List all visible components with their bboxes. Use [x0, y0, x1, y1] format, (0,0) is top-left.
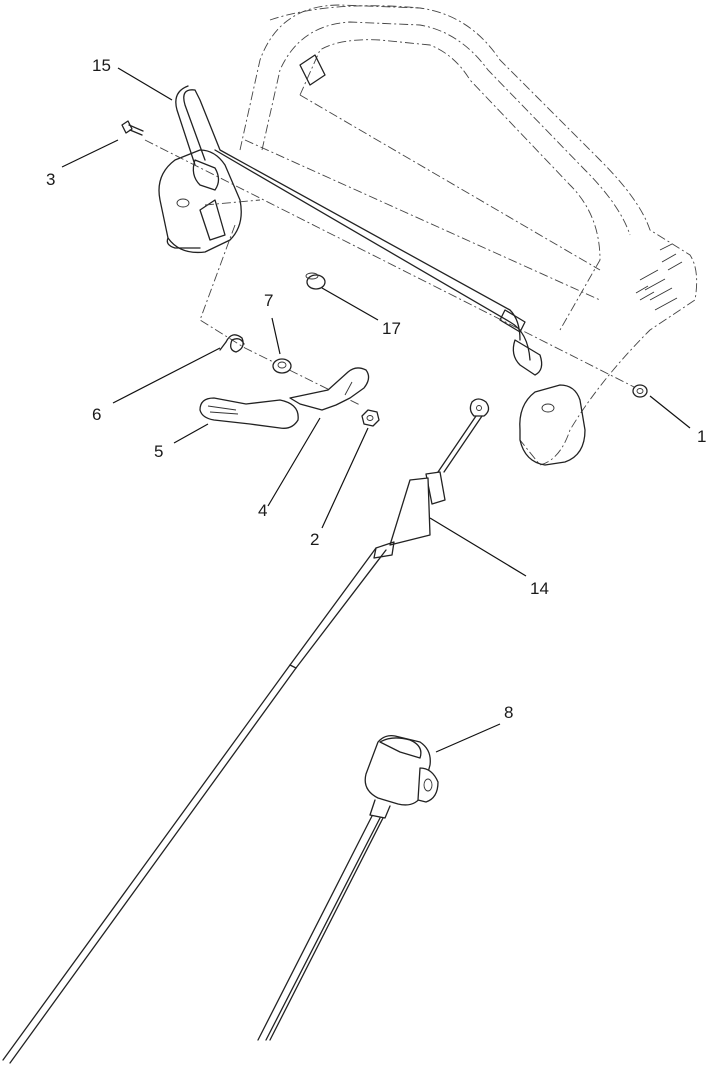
callout-17: 17 — [382, 319, 401, 338]
callout-15: 15 — [92, 56, 111, 75]
callout-7: 7 — [264, 291, 273, 310]
bail-handle — [175, 85, 543, 376]
assembly-line — [199, 224, 361, 406]
callout-5: 5 — [154, 442, 163, 461]
callout-8: 8 — [504, 703, 513, 722]
assembly-line — [204, 199, 261, 206]
control-cable — [2, 398, 490, 1064]
assembly-line — [144, 139, 641, 391]
lever — [289, 367, 370, 411]
latch — [199, 397, 299, 429]
callout-1: 1 — [697, 427, 706, 446]
callout-4: 4 — [258, 501, 267, 520]
callout-6: 6 — [92, 405, 101, 424]
vent-slots — [635, 243, 683, 311]
leader-lines — [61, 67, 691, 753]
bushing — [272, 358, 292, 374]
callout-3: 3 — [46, 170, 55, 189]
nut — [361, 409, 380, 427]
callout-2: 2 — [310, 530, 319, 549]
bolt — [121, 120, 144, 136]
handle-housing — [158, 4, 698, 466]
plug — [305, 272, 326, 290]
control-housing — [257, 734, 439, 1041]
nut — [632, 384, 648, 398]
callout-14: 14 — [530, 579, 549, 598]
spring — [219, 334, 245, 353]
